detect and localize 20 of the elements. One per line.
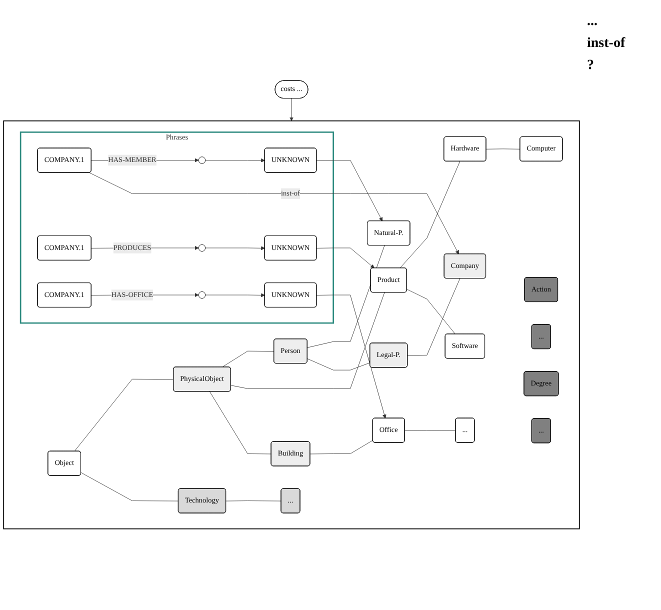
connector xyxy=(307,358,370,371)
connector xyxy=(310,440,374,454)
connector xyxy=(406,289,456,335)
node-circle xyxy=(198,244,206,252)
connector xyxy=(74,379,174,452)
note-text: ? xyxy=(587,58,595,74)
connector xyxy=(407,278,460,356)
connector xyxy=(226,500,282,502)
note-text: ... xyxy=(587,14,598,30)
connector xyxy=(486,148,520,150)
connector xyxy=(209,392,272,454)
node-circle xyxy=(198,292,206,299)
cluster xyxy=(3,120,580,530)
note-text: inst-of xyxy=(587,36,626,52)
node-circle xyxy=(198,156,206,164)
connector xyxy=(400,161,460,269)
connector xyxy=(230,292,385,390)
connector xyxy=(80,472,179,502)
connector xyxy=(404,430,456,431)
connector xyxy=(222,351,274,368)
